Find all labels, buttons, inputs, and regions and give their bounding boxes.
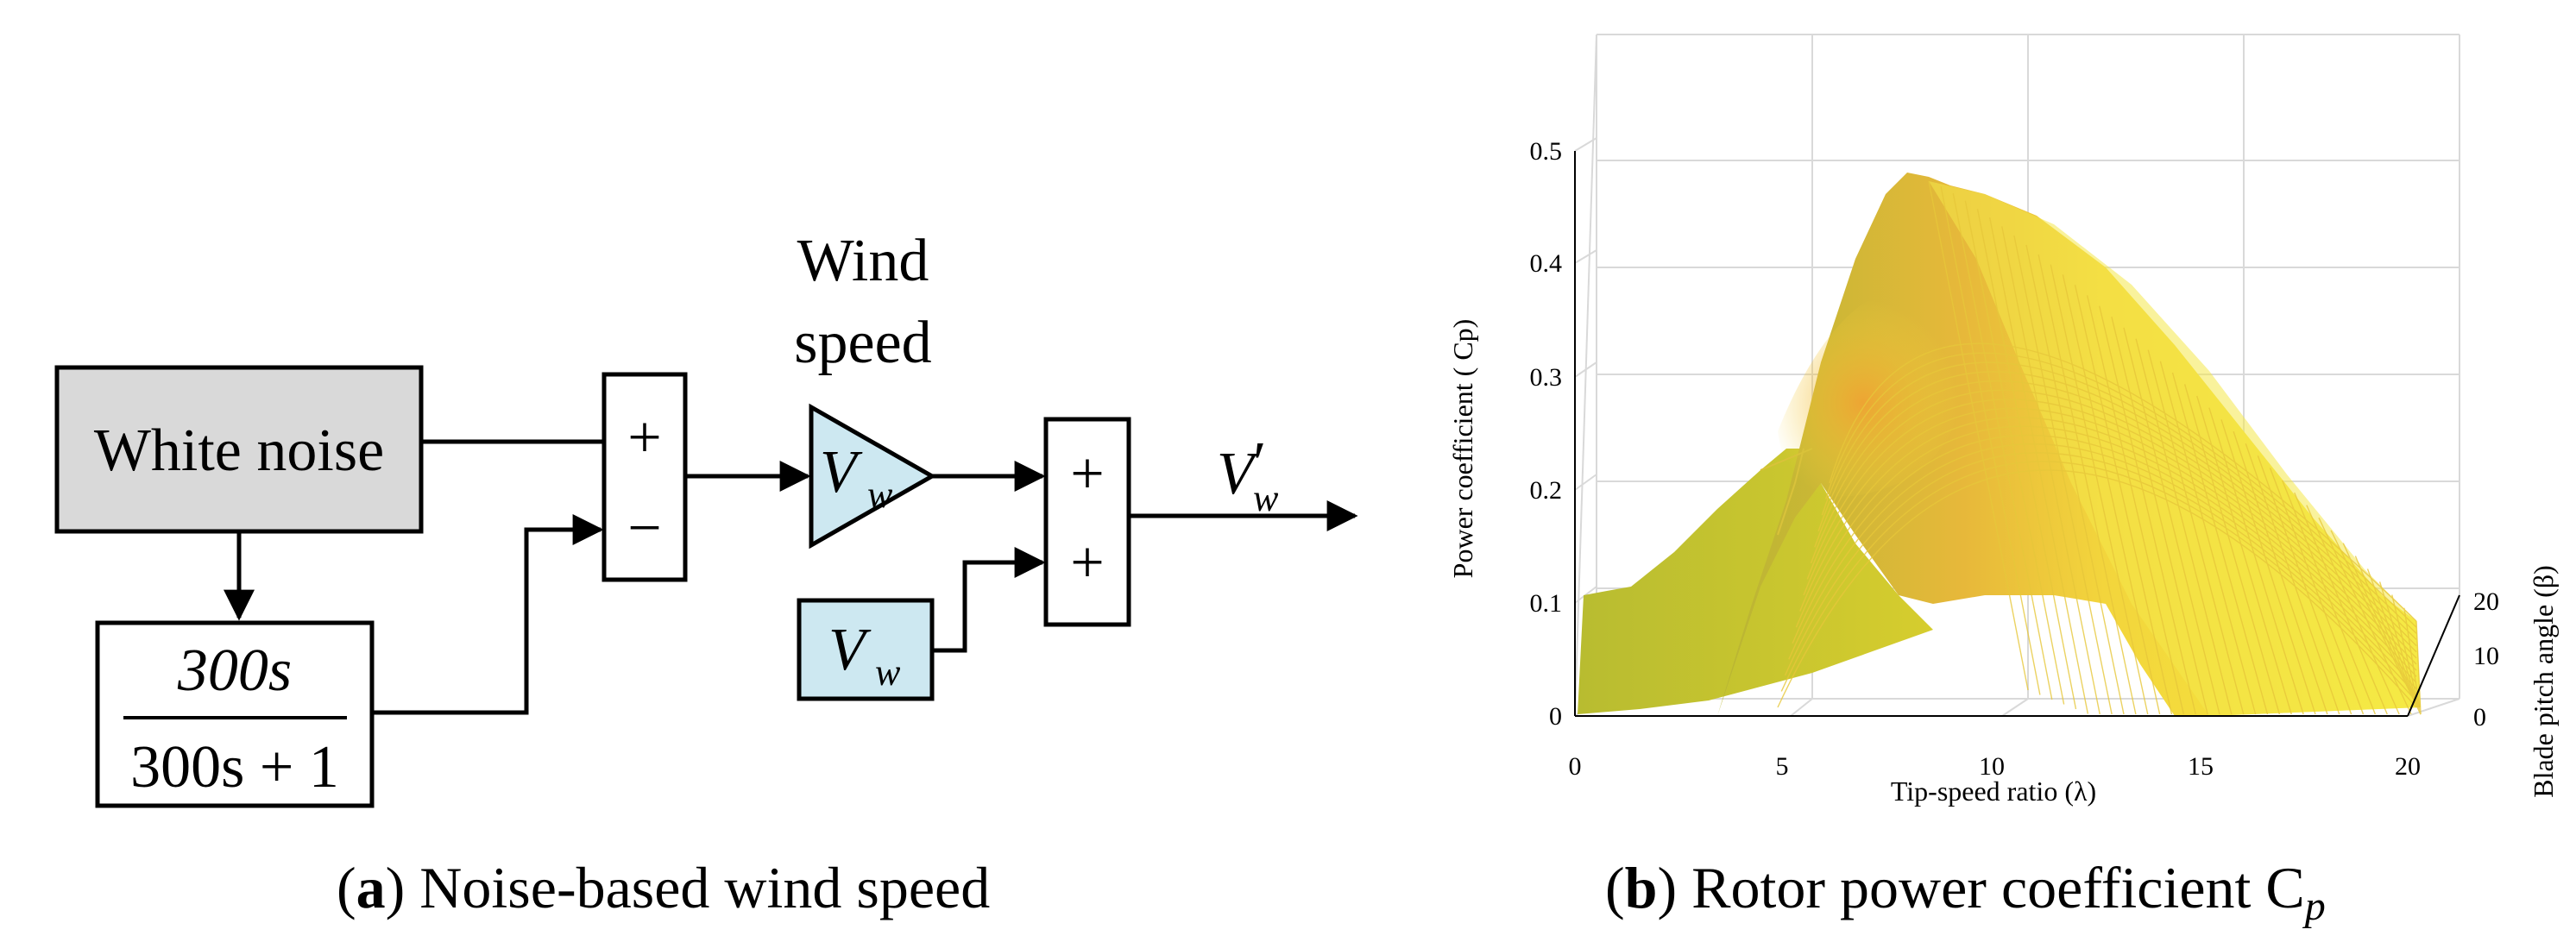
mesh-line bbox=[2013, 235, 2113, 715]
output-prime: ′ bbox=[1253, 430, 1266, 497]
sum2-top-sign: + bbox=[1070, 441, 1104, 507]
sum1-bottom-sign: − bbox=[627, 495, 661, 562]
mesh-line bbox=[1976, 209, 2077, 710]
x-tick-15: 15 bbox=[2188, 752, 2214, 781]
panel-b-surface-plot: 0 0.1 0.2 0.3 0.4 0.5 0 5 10 15 20 0 10 … bbox=[1447, 34, 2559, 807]
z-tick-2: 0.2 bbox=[1530, 476, 1563, 505]
mesh-line bbox=[2171, 372, 2269, 715]
mesh-curve bbox=[1829, 342, 2417, 622]
mesh-line bbox=[2111, 317, 2208, 715]
white-noise-label: White noise bbox=[94, 418, 384, 484]
sum1-top-sign: + bbox=[627, 405, 661, 471]
filter-denominator: 300s + 1 bbox=[130, 734, 339, 801]
mesh-curve bbox=[1814, 380, 2417, 647]
z-tick-1: 0.1 bbox=[1530, 589, 1563, 618]
mesh-curve bbox=[1803, 407, 2417, 665]
wind-speed-label-line2: speed bbox=[794, 310, 931, 376]
mesh-line bbox=[2025, 244, 2125, 715]
output-subscript: w bbox=[1253, 477, 1279, 519]
filter-block: 300s 300s + 1 bbox=[95, 620, 375, 808]
mesh-line bbox=[2099, 305, 2196, 715]
gain-subscript: w bbox=[867, 474, 893, 516]
mesh-line bbox=[2269, 468, 2365, 715]
power-coefficient-surface bbox=[1578, 173, 2422, 716]
mesh-curve bbox=[1825, 352, 2417, 628]
z-tick-0: 0 bbox=[1549, 702, 1562, 731]
z-axis-ticks: 0 0.1 0.2 0.3 0.4 0.5 bbox=[1530, 137, 1563, 731]
y-tick-0: 0 bbox=[2473, 703, 2486, 732]
mesh-curve bbox=[1795, 425, 2417, 677]
mesh-curve bbox=[1806, 399, 2417, 659]
signal-wires bbox=[224, 439, 1358, 715]
x-tick-10: 10 bbox=[1979, 752, 2005, 781]
mesh-line bbox=[1964, 200, 2065, 705]
sum2-bottom-sign: + bbox=[1070, 530, 1104, 596]
axis-lines bbox=[1574, 151, 2460, 717]
mesh-curve bbox=[1784, 452, 2417, 696]
x-axis-ticks: 0 5 10 15 20 bbox=[1569, 752, 2422, 781]
mesh-line bbox=[2037, 254, 2137, 715]
mesh-line bbox=[2281, 480, 2377, 715]
mesh-curve bbox=[1792, 434, 2417, 683]
mean-wind-speed-block: V w bbox=[797, 598, 935, 701]
mean-symbol: V bbox=[828, 617, 872, 683]
mesh-line bbox=[2074, 285, 2173, 715]
caption-b-letter: b bbox=[1625, 855, 1658, 920]
gain-symbol: V bbox=[820, 439, 863, 506]
y-axis-ticks: 0 10 20 bbox=[2473, 587, 2499, 732]
mesh-line bbox=[2147, 349, 2245, 715]
mesh-line bbox=[2294, 492, 2388, 715]
y-axis-label: Blade pitch angle (β) bbox=[2528, 565, 2559, 798]
svg-text:V: V bbox=[820, 439, 863, 506]
x-tick-0: 0 bbox=[1569, 752, 1582, 781]
surface-mesh-lines bbox=[1777, 180, 2422, 715]
filter-numerator: 300s bbox=[177, 637, 292, 704]
mean-subscript: w bbox=[875, 651, 901, 694]
z-tick-5: 0.5 bbox=[1530, 137, 1563, 166]
mesh-curve bbox=[1817, 371, 2417, 640]
z-tick-4: 0.4 bbox=[1530, 249, 1563, 278]
mesh-line bbox=[2183, 384, 2281, 715]
white-noise-block: White noise bbox=[54, 365, 424, 534]
caption-b-text: ) Rotor power coefficient C bbox=[1657, 855, 2304, 920]
z-tick-3: 0.3 bbox=[1530, 363, 1563, 392]
z-axis-label: Power coefficient ( Cp) bbox=[1447, 319, 1478, 579]
caption-a-text: ) Noise-based wind speed bbox=[386, 855, 991, 920]
y-tick-20: 20 bbox=[2473, 587, 2499, 616]
x-tick-20: 20 bbox=[2395, 752, 2421, 781]
mesh-curve bbox=[1810, 389, 2417, 653]
sum-junction-1: + − bbox=[601, 372, 688, 582]
mesh-curve bbox=[1821, 361, 2417, 634]
mesh-line bbox=[2415, 620, 2422, 715]
mesh-line bbox=[2208, 407, 2304, 715]
panel-a-block-diagram: White noise 300s 300s + 1 + − Wind speed… bbox=[54, 228, 1358, 808]
sum-junction-2: + + bbox=[1043, 417, 1131, 627]
mesh-line bbox=[2086, 295, 2185, 715]
wind-speed-label-line1: Wind bbox=[797, 228, 929, 294]
wind-speed-gain-block: V w bbox=[809, 403, 937, 550]
x-axis-label: Tip-speed ratio (λ) bbox=[1891, 776, 2096, 807]
mesh-line bbox=[1988, 217, 2089, 714]
mesh-curve bbox=[1780, 461, 2417, 702]
output-label: V ′ w bbox=[1217, 430, 1279, 519]
y-tick-10: 10 bbox=[2473, 642, 2499, 670]
mesh-line bbox=[1940, 185, 2041, 695]
caption-b: (b) Rotor power coefficient Cp bbox=[1605, 855, 2326, 929]
mesh-line bbox=[2050, 264, 2149, 715]
mesh-line bbox=[2123, 327, 2220, 715]
caption-b-subscript: p bbox=[2302, 883, 2326, 929]
mesh-curve bbox=[1777, 469, 2417, 708]
mesh-curve bbox=[1799, 417, 2417, 671]
caption-a: (a) Noise-based wind speed bbox=[337, 855, 990, 920]
x-tick-5: 5 bbox=[1776, 752, 1789, 781]
mesh-line bbox=[2135, 338, 2233, 715]
mesh-line bbox=[2403, 607, 2422, 715]
caption-a-letter: a bbox=[356, 855, 386, 920]
mesh-curve bbox=[1788, 443, 2417, 690]
mesh-line bbox=[2062, 274, 2161, 715]
output-symbol: V bbox=[1217, 441, 1260, 507]
mesh-line bbox=[1928, 180, 2029, 691]
mesh-line bbox=[2196, 395, 2292, 715]
